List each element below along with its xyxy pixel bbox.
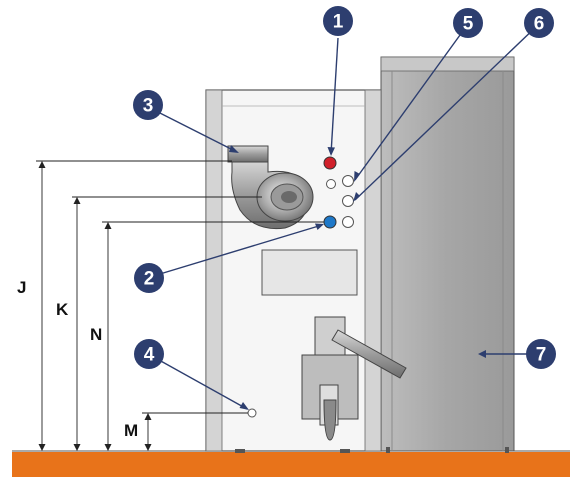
dimension-label-j: J <box>17 278 27 297</box>
dimension-label-n: N <box>90 325 103 344</box>
callout-1: 1 <box>323 6 353 36</box>
dimension-label-m: M <box>124 421 139 440</box>
callout-4-number: 4 <box>144 345 155 366</box>
drain-point <box>247 408 257 418</box>
red-connection <box>323 156 337 170</box>
callout-2-number: 2 <box>144 269 155 290</box>
dimension-label-k: K <box>56 300 69 319</box>
callout-3: 3 <box>133 90 163 120</box>
port-group <box>326 175 354 228</box>
callout-4: 4 <box>134 339 164 369</box>
exhaust-fan <box>227 145 314 230</box>
display-panel <box>261 249 358 296</box>
callout-7: 7 <box>526 339 556 369</box>
dimension-lines <box>36 160 324 447</box>
callout-leaders <box>149 23 540 410</box>
callout-2: 2 <box>134 263 164 293</box>
callout-6-number: 6 <box>534 14 545 35</box>
callout-6: 6 <box>524 8 554 38</box>
storage-cabinet <box>380 56 515 453</box>
callout-5: 5 <box>453 8 483 38</box>
callout-7-number: 7 <box>536 345 547 366</box>
callout-3-number: 3 <box>143 96 154 117</box>
blue-connection <box>323 215 337 229</box>
burner-assembly <box>301 316 407 441</box>
callout-arrowheads <box>229 145 486 410</box>
callout-1-number: 1 <box>333 12 344 33</box>
dimension-arrows <box>38 161 152 451</box>
callout-5-number: 5 <box>463 14 474 35</box>
floor <box>12 452 570 477</box>
